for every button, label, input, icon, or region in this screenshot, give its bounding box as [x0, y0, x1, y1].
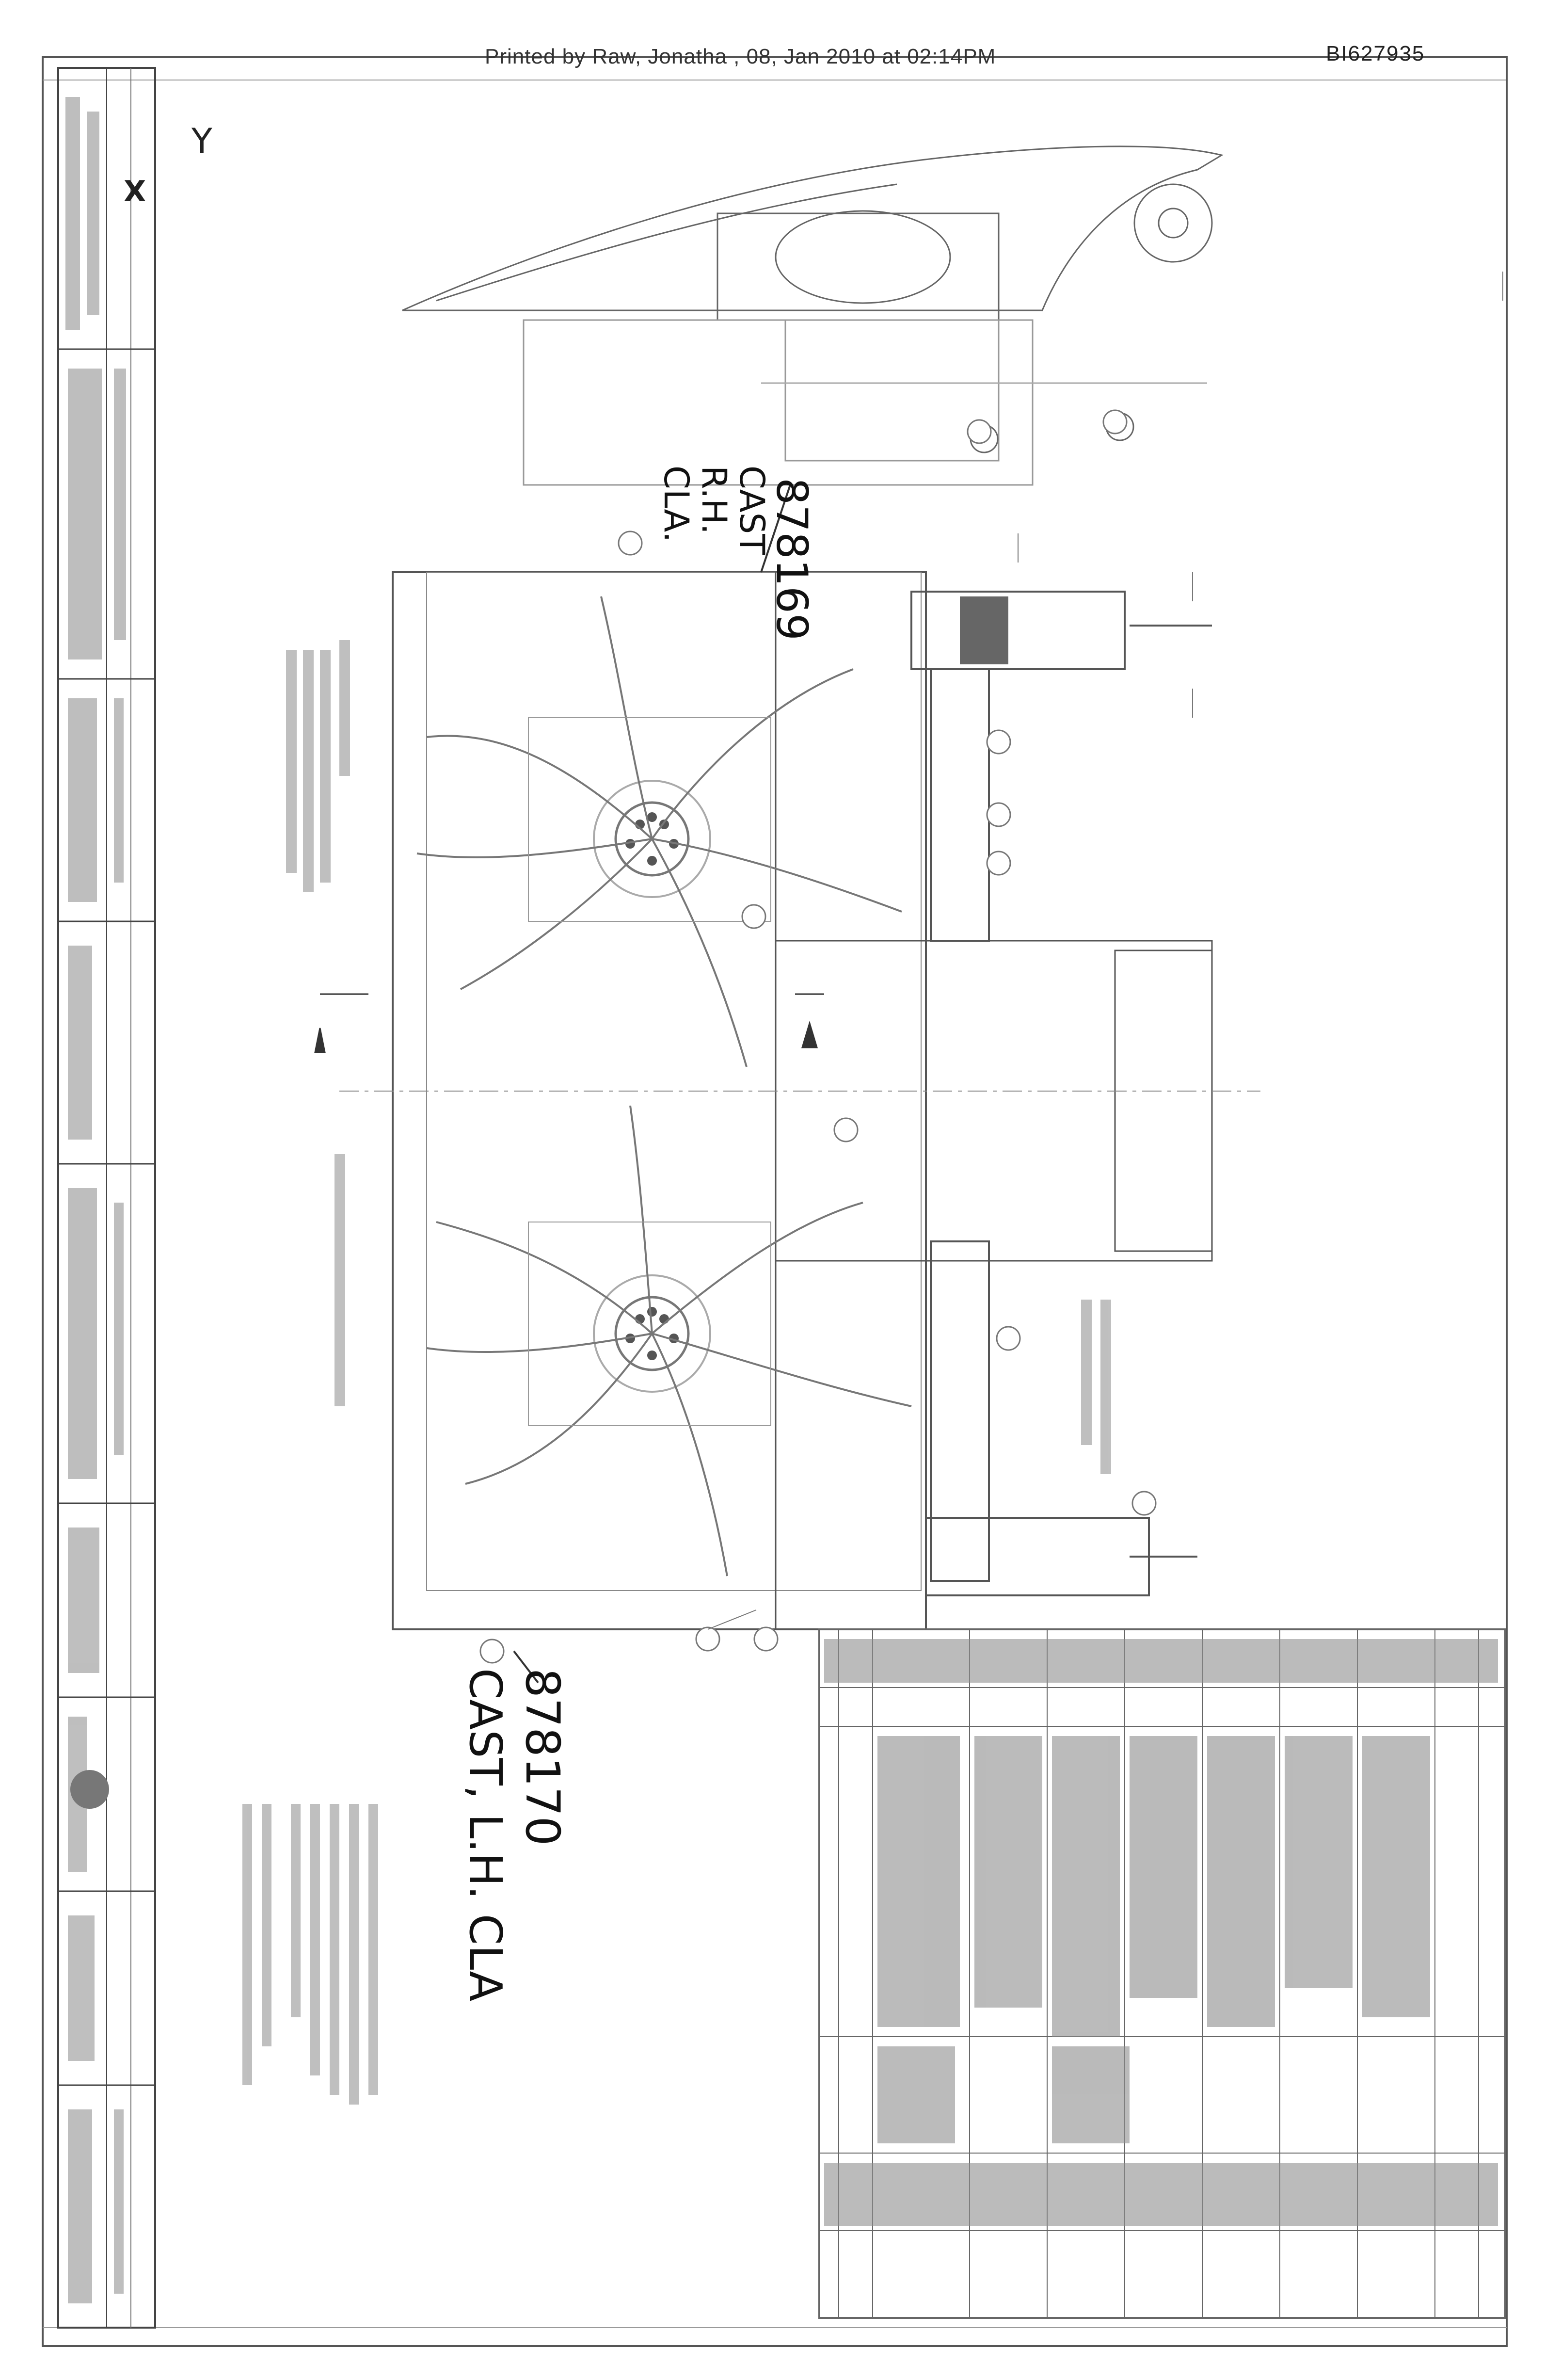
company-logo	[70, 1770, 109, 1809]
callout-description-lh-casting: CAST, L.H. CLA	[460, 1668, 511, 2002]
section-markers	[314, 993, 824, 1053]
item-balloons	[479, 409, 1157, 1664]
upper-finger-casting	[416, 596, 902, 1067]
printed-by-stamp: Printed by Raw, Jonatha , 08, Jan 2010 a…	[485, 45, 996, 68]
callout-part-number-878169: 878169	[767, 478, 817, 641]
axis-marker-y: Y	[191, 121, 212, 161]
callout-part-number-878170: 878170	[515, 1668, 570, 1846]
axis-marker-x: X	[124, 175, 146, 209]
document-number: BI627935	[1326, 42, 1425, 65]
bill-of-materials-table	[818, 1628, 1506, 2319]
sheet-border	[42, 56, 1508, 2347]
callout-leaders	[513, 484, 791, 1684]
callout-description-rh-casting: CAST R.H. CLA.	[656, 466, 772, 555]
side-elevation-view	[402, 145, 1224, 486]
lower-finger-casting	[426, 1105, 912, 1576]
dimension-lines	[1018, 272, 1503, 718]
plan-view-frame	[339, 571, 1260, 1630]
notes-text-blocks	[242, 640, 1111, 2105]
title-block-strip	[57, 67, 156, 2329]
